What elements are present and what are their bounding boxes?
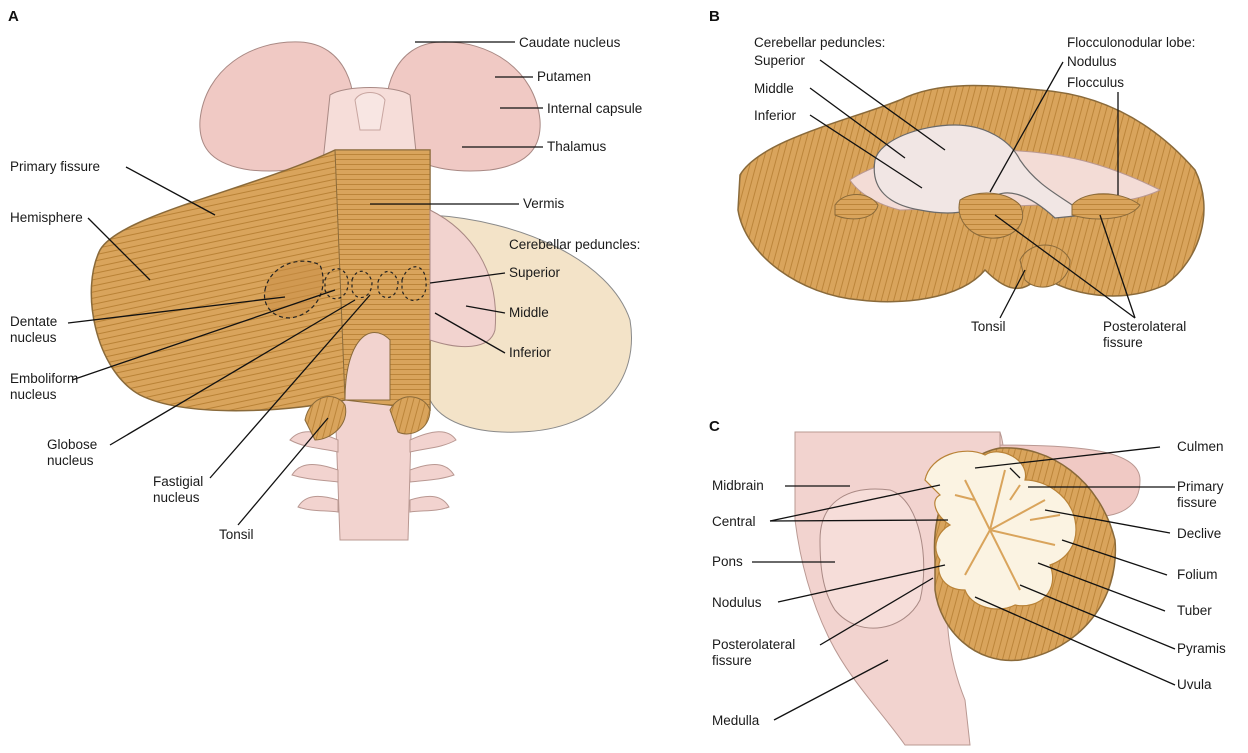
label-inferior-a: Inferior [509, 345, 551, 361]
label-primary-fissure-a: Primary fissure [10, 159, 100, 175]
label-caudate-nucleus: Caudate nucleus [519, 35, 620, 51]
label-culmen: Culmen [1177, 439, 1224, 455]
label-cerebellar-peduncles-a: Cerebellar peduncles: [509, 237, 640, 253]
label-internal-capsule: Internal capsule [547, 101, 642, 117]
label-declive: Declive [1177, 526, 1221, 542]
label-cerebellar-peduncles-b: Cerebellar peduncles: [754, 35, 885, 51]
panel-c-drawing [795, 432, 1140, 745]
label-central: Central [712, 514, 756, 530]
label-middle-a: Middle [509, 305, 549, 321]
label-tonsil-b: Tonsil [971, 319, 1006, 335]
panel-b-drawing [738, 86, 1204, 302]
panel-label-c: C [709, 418, 720, 435]
label-flocculonodular-lobe: Flocculonodular lobe: [1067, 35, 1195, 51]
label-middle-b: Middle [754, 81, 794, 97]
label-nodulus-c: Nodulus [712, 595, 762, 611]
pons-c [820, 489, 924, 628]
label-hemisphere: Hemisphere [10, 210, 83, 226]
label-tonsil-a: Tonsil [219, 527, 254, 543]
label-pons: Pons [712, 554, 743, 570]
label-folium: Folium [1177, 567, 1218, 583]
panel-label-b: B [709, 8, 720, 25]
label-putamen: Putamen [537, 69, 591, 85]
label-superior-a: Superior [509, 265, 560, 281]
label-superior-b: Superior [754, 53, 805, 69]
label-thalamus: Thalamus [547, 139, 606, 155]
label-flocculus: Flocculus [1067, 75, 1124, 91]
label-nodulus-b: Nodulus [1067, 54, 1117, 70]
label-vermis: Vermis [523, 196, 564, 212]
label-midbrain: Midbrain [712, 478, 764, 494]
label-inferior-b: Inferior [754, 108, 796, 124]
panel-label-a: A [8, 8, 19, 25]
label-pyramis: Pyramis [1177, 641, 1226, 657]
label-tuber: Tuber [1177, 603, 1212, 619]
label-uvula: Uvula [1177, 677, 1212, 693]
label-medulla: Medulla [712, 713, 759, 729]
